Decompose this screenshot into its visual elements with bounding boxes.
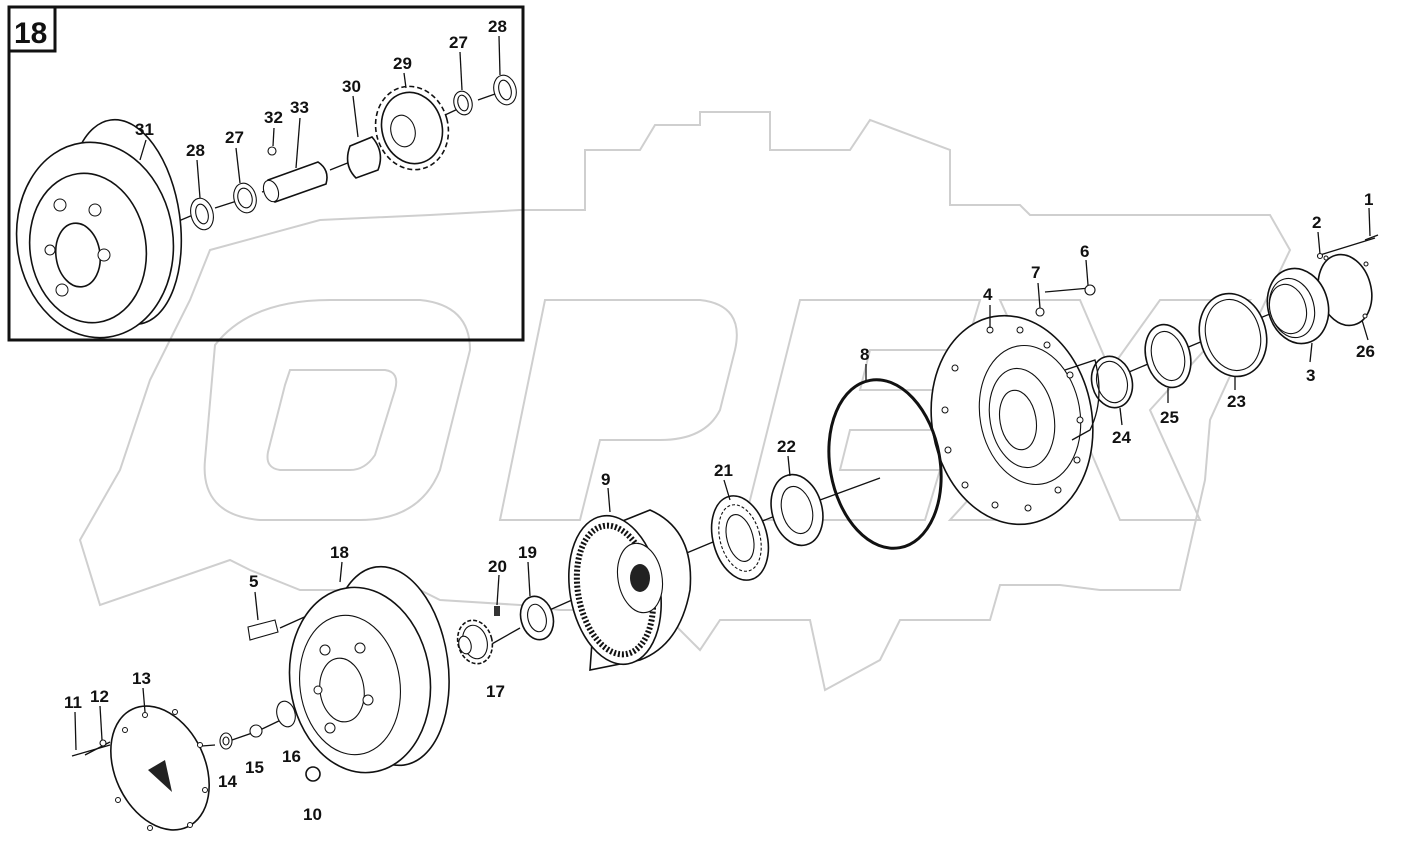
- part-22-bearing: [770, 473, 824, 547]
- part-15-ball: [249, 724, 263, 738]
- callout-4: 4: [983, 285, 993, 304]
- part-11-bolt: [71, 744, 111, 757]
- part-19-bearing: [519, 595, 555, 641]
- inset-part-27-washer: [233, 182, 257, 214]
- part-7-nut: [1035, 307, 1045, 317]
- callout-28-inset-b: 28: [488, 17, 507, 36]
- callout-22: 22: [777, 437, 796, 456]
- callout-2: 2: [1312, 213, 1321, 232]
- main-leaders: [74, 207, 1371, 751]
- part-6-nipple: [1084, 284, 1096, 296]
- callout-26: 26: [1356, 342, 1375, 361]
- inset-panel: 18: [7, 5, 525, 342]
- part-8-o-ring: [827, 378, 943, 550]
- callout-9: 9: [601, 470, 610, 489]
- inset-part-28-circlip-b: [493, 74, 517, 106]
- part-18-housing: [288, 565, 450, 774]
- main-callouts: 1 2 26 3 23 25 24 6 7 4 8 22 21 9 18 20 …: [64, 190, 1375, 824]
- callout-6: 6: [1080, 242, 1089, 261]
- inset-part-33-pin: [262, 161, 328, 203]
- part-24-sleeve: [1090, 355, 1134, 409]
- callout-31: 31: [135, 120, 154, 139]
- part-10-nut: [305, 766, 321, 782]
- callout-20: 20: [488, 557, 507, 576]
- callout-11: 11: [64, 693, 82, 712]
- inset-part-29-planet-gear: [374, 85, 450, 171]
- callout-14: 14: [218, 772, 237, 791]
- callout-28-inset-a: 28: [186, 141, 205, 160]
- callout-33: 33: [290, 98, 309, 117]
- callout-1: 1: [1364, 190, 1373, 209]
- part-1-bolt: [1364, 234, 1379, 241]
- callout-10: 10: [303, 805, 322, 824]
- callout-27-inset-b: 27: [449, 33, 468, 52]
- callout-18: 18: [330, 543, 349, 562]
- part-12-washer: [99, 739, 107, 747]
- inset-callouts: 31 28 27 32 33 30 29 27 28: [135, 17, 507, 160]
- part-14-washer: [219, 732, 233, 750]
- inset-part-28-circlip: [190, 197, 214, 231]
- callout-7: 7: [1031, 263, 1040, 282]
- callout-16: 16: [282, 747, 301, 766]
- part-5-pin: [247, 619, 279, 641]
- callout-24: 24: [1112, 428, 1131, 447]
- part-20-screw: [494, 606, 500, 616]
- callout-30: 30: [342, 77, 361, 96]
- part-23-shim: [1198, 292, 1268, 378]
- callout-5: 5: [249, 572, 258, 591]
- inset-part-32-ball: [267, 146, 277, 156]
- inset-part-30-needle-bearing: [346, 136, 382, 179]
- callout-15: 15: [245, 758, 264, 777]
- callout-17: 17: [486, 682, 505, 701]
- callout-13: 13: [132, 669, 151, 688]
- callout-3: 3: [1306, 366, 1315, 385]
- inset-part-31-housing: [15, 118, 183, 339]
- callout-8: 8: [860, 345, 869, 364]
- callout-21: 21: [714, 461, 733, 480]
- part-13-cover: [110, 705, 210, 831]
- callout-12: 12: [90, 687, 109, 706]
- part-21-roller-bearing: [710, 495, 770, 581]
- callout-19: 19: [518, 543, 537, 562]
- part-25-seal: [1144, 323, 1192, 389]
- part-16-circlip: [276, 700, 296, 728]
- callout-29: 29: [393, 54, 412, 73]
- part-4-hub: [930, 314, 1100, 526]
- inset-leaders: [139, 35, 501, 199]
- inset-part-27-washer-b: [453, 90, 473, 116]
- part-3-end-cover: [1266, 267, 1330, 345]
- callout-25: 25: [1160, 408, 1179, 427]
- callout-23: 23: [1227, 392, 1246, 411]
- part-2-washer: [1316, 252, 1324, 260]
- part-9-ring-gear: [568, 509, 692, 671]
- inset-badge: 18: [14, 17, 47, 50]
- part-17-sun-gear: [456, 619, 494, 665]
- callout-32: 32: [264, 108, 283, 127]
- callout-27-inset-a: 27: [225, 128, 244, 147]
